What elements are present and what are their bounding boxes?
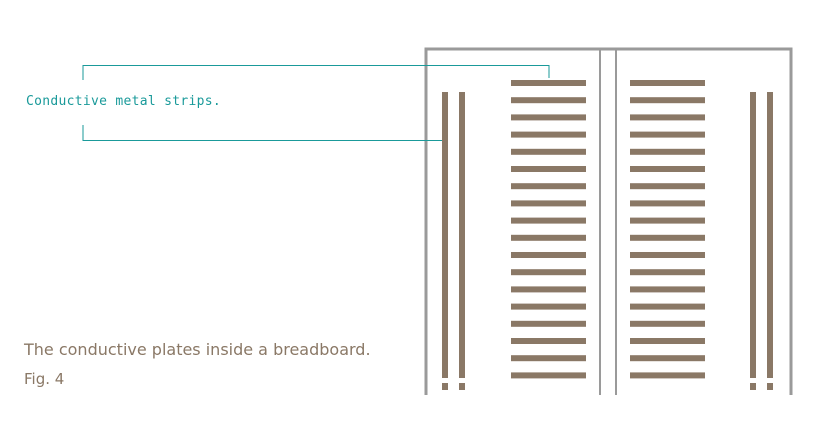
terminal-strip: [630, 97, 705, 104]
terminal-strip: [630, 80, 705, 86]
terminal-strip: [630, 131, 705, 138]
figure-number: Fig. 4: [24, 370, 65, 388]
terminal-strip: [511, 303, 586, 310]
terminal-strip: [630, 269, 705, 276]
power-rail: [459, 92, 465, 390]
figure-caption: The conductive plates inside a breadboar…: [24, 340, 371, 359]
terminal-strip: [511, 183, 586, 190]
terminal-strip: [630, 286, 705, 293]
terminal-strip: [511, 200, 586, 207]
terminal-strip: [511, 286, 586, 293]
power-rail: [442, 92, 448, 390]
terminal-strip: [511, 355, 586, 362]
right-power-rails: [750, 92, 773, 390]
terminal-strip: [630, 320, 705, 327]
callout-leader-bottom: [82, 125, 442, 141]
terminal-strip: [511, 338, 586, 344]
terminal-strip: [511, 148, 586, 155]
breadboard-frame: [424, 47, 793, 395]
terminal-strip: [511, 269, 586, 276]
terminal-strip: [630, 303, 705, 310]
terminal-strip: [630, 166, 705, 172]
terminal-strip: [630, 114, 705, 121]
terminal-strip: [511, 217, 586, 224]
left-power-rails: [442, 92, 465, 390]
terminal-strip: [630, 372, 705, 379]
power-rail: [750, 92, 756, 390]
terminal-strip: [511, 166, 586, 172]
terminal-strip: [630, 252, 705, 258]
terminal-strip: [630, 355, 705, 362]
terminal-strip: [511, 97, 586, 104]
terminal-strip: [511, 114, 586, 121]
terminal-strip: [511, 131, 586, 138]
rail-gaps: [440, 378, 776, 383]
terminal-strip: [630, 183, 705, 190]
callout-leader-top: [82, 65, 550, 80]
terminal-strip: [630, 200, 705, 207]
callout-label: Conductive metal strips.: [26, 94, 222, 109]
terminal-strip: [511, 80, 586, 86]
terminal-strip: [630, 148, 705, 155]
terminal-strip: [630, 234, 705, 241]
right-terminal-strips: [630, 80, 705, 379]
terminal-strip: [511, 320, 586, 327]
left-terminal-strips: [511, 80, 586, 379]
terminal-strip: [511, 234, 586, 241]
terminal-strip: [630, 338, 705, 344]
terminal-strip: [511, 372, 586, 379]
power-rail: [767, 92, 773, 390]
terminal-strip: [630, 217, 705, 224]
terminal-strip: [511, 252, 586, 258]
